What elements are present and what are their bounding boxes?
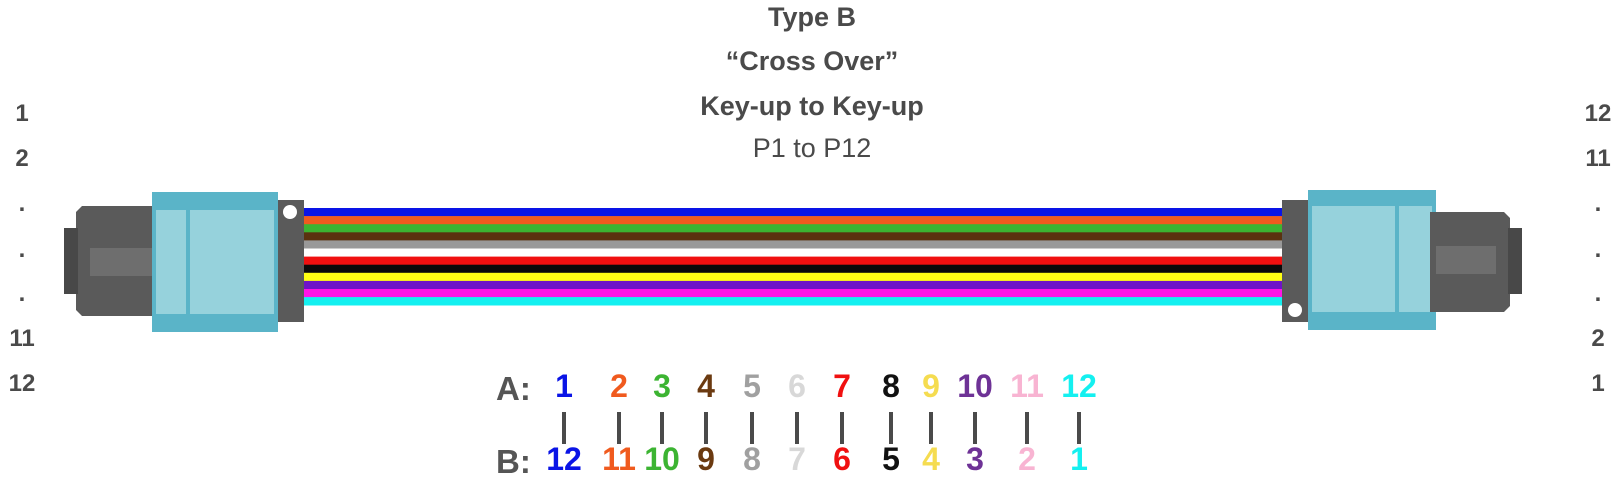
row-a-label: A: [496,370,531,407]
fiber-red [300,256,1284,265]
left-label-11: 11 [9,325,35,352]
a-pin-8: 8 [882,368,900,404]
mapping-bar-8 [889,412,893,444]
title-type: Type B [767,2,856,32]
right-housing-groove [1395,206,1399,312]
mapping-bar-1 [562,412,566,444]
mapping-bar-9 [929,412,933,444]
a-pin-5: 5 [743,368,761,404]
b-pin-6: 6 [833,441,851,477]
right-key-dot [1288,303,1302,317]
mapping-bar-7 [840,412,844,444]
right-label-dot-2: . [1594,236,1602,263]
left-housing-rib-bottom [152,322,278,328]
b-pin-4: 4 [922,441,940,477]
fiber-violet [300,280,1284,290]
mapping-bar-10 [973,412,977,444]
left-ferrule-block [278,200,304,322]
left-label-dot-1: . [18,190,26,217]
fiber-rose [300,289,1284,298]
left-label-12: 12 [8,370,36,397]
right-boot-tail [1508,228,1522,294]
b-pin-2: 2 [1018,441,1036,477]
b-pin-9: 9 [697,441,715,477]
row-b-label: B: [496,443,531,480]
b-pin-3: 3 [966,441,984,477]
left-housing-groove [186,210,190,314]
fiber-brown [300,232,1284,241]
right-label-2: 2 [1591,325,1605,352]
right-label-11: 11 [1585,145,1611,172]
a-pin-12: 12 [1061,368,1097,404]
left-label-dot-3: . [18,280,26,307]
mapping-bar-3 [660,412,664,444]
a-pin-1: 1 [555,368,573,404]
right-ferrule-block [1282,200,1308,322]
title-pin-mapping: P1 to P12 [752,133,872,163]
left-label-dot-2: . [18,236,26,263]
a-pin-10: 10 [957,368,993,404]
right-housing-rib-top [1308,194,1436,200]
b-pin-8: 8 [743,441,761,477]
right-label-dot-1: . [1594,190,1602,217]
title-crossover: “Cross Over” [725,46,899,76]
left-housing-face [156,210,274,314]
mapping-bar-6 [795,412,799,444]
mapping-bar-12 [1077,412,1081,444]
fiber-slate [300,240,1284,249]
fiber-green [300,224,1284,233]
fiber-orange [300,216,1284,225]
fiber-white [300,248,1284,257]
right-label-12: 12 [1584,100,1612,127]
left-label-1: 1 [15,100,29,127]
b-pin-5: 5 [882,441,900,477]
left-mpo-connector [64,192,304,332]
fiber-ribbon [300,208,1284,306]
left-boot-stripe [90,248,154,276]
b-pin-7: 7 [788,441,806,477]
right-boot-stripe [1436,246,1496,274]
left-housing-rib-top [152,196,278,202]
mapping-bar-5 [750,412,754,444]
a-pin-2: 2 [610,368,628,404]
a-pin-7: 7 [833,368,851,404]
b-pin-12: 12 [546,441,582,477]
left-key-dot [283,205,297,219]
a-pin-3: 3 [653,368,671,404]
a-pin-4: 4 [697,368,715,404]
right-label-dot-3: . [1594,280,1602,307]
mapping-bar-11 [1025,412,1029,444]
right-mpo-connector [1282,190,1522,330]
right-housing-rib-bottom [1308,320,1436,326]
b-pin-1: 1 [1070,441,1088,477]
title-polarity: Key-up to Key-up [700,91,924,121]
mapping-bar-2 [617,412,621,444]
fiber-black [300,264,1284,274]
b-pin-11: 11 [602,441,636,477]
right-housing-face [1312,206,1432,312]
b-pin-10: 10 [644,441,680,477]
fiber-blue [300,208,1284,217]
fiber-aqua [300,297,1284,306]
fiber-yellow [300,272,1284,282]
right-label-1: 1 [1591,370,1605,397]
left-boot-tail [64,228,78,294]
left-label-2: 2 [15,145,29,172]
a-pin-11: 11 [1010,368,1044,404]
mapping-bar-4 [704,412,708,444]
a-pin-9: 9 [922,368,940,404]
a-pin-6: 6 [788,368,806,404]
